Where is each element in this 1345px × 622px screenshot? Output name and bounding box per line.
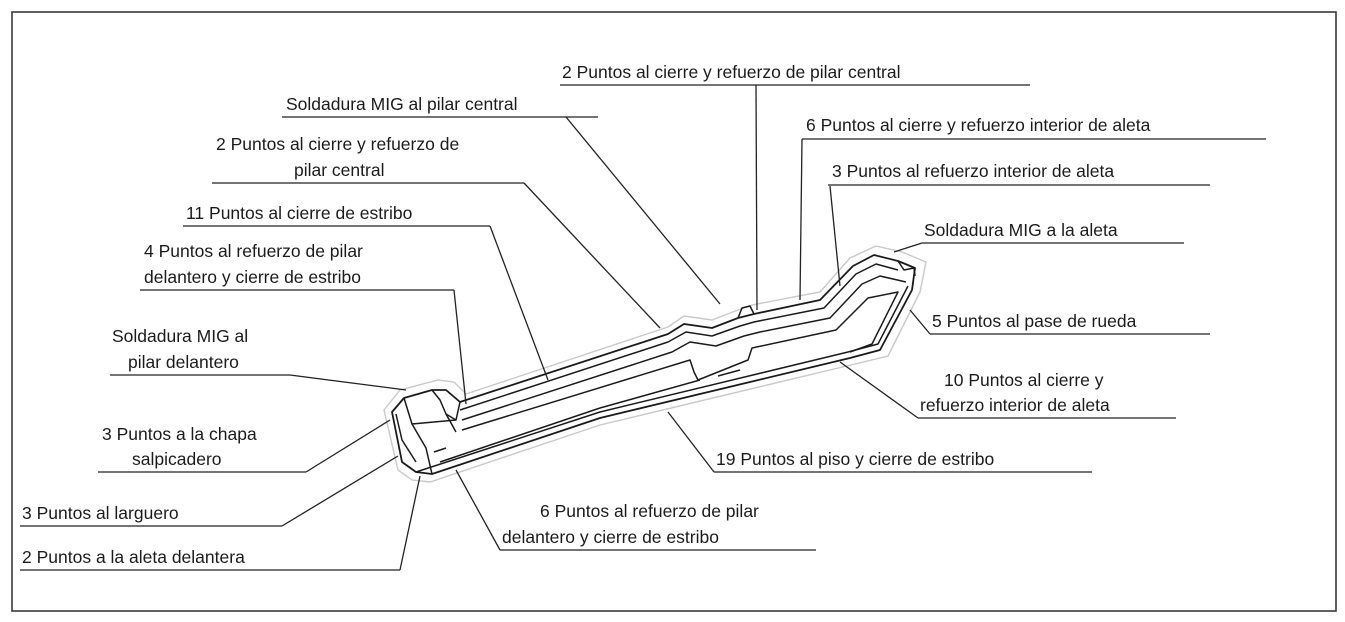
label-refuerzo-delantero-6-2: delantero y cierre de estribo: [502, 527, 719, 547]
center-tab: [737, 305, 755, 319]
label-mig-pilar-central: Soldadura MIG al pilar central: [286, 94, 518, 114]
label-refuerzo-aleta-3: 3 Puntos al refuerzo interior de aleta: [832, 161, 1114, 181]
rear-tab: [897, 260, 916, 277]
label-mig-pilar-delantero-1: Soldadura MIG al: [112, 326, 248, 346]
callout-labels: 2 Puntos al cierre y refuerzo de pilar c…: [22, 62, 1151, 567]
channel-floor-line: [439, 379, 701, 463]
label-pilar-central-left-1: 2 Puntos al cierre y refuerzo de: [216, 134, 459, 154]
inner-flange-edge: [461, 275, 907, 421]
sill-part-illustration: [383, 245, 927, 483]
floor-dash-front: [433, 447, 447, 453]
label-mig-aleta: Soldadura MIG a la aleta: [924, 220, 1118, 240]
floor-dash-mid: [717, 369, 741, 377]
label-chapa-1: 3 Puntos a la chapa: [102, 424, 257, 444]
leader-lines: [20, 84, 1266, 571]
label-refuerzo-delantero-6-1: 6 Puntos al refuerzo de pilar: [540, 501, 759, 521]
label-refuerzo-aleta-10-1: 10 Puntos al cierre y: [944, 370, 1104, 390]
diagram-frame: [11, 11, 1337, 612]
label-larguero: 3 Puntos al larguero: [22, 503, 179, 523]
label-pase-rueda: 5 Puntos al pase de rueda: [932, 311, 1137, 331]
front-end-cap: [395, 389, 461, 475]
sill-body: [391, 254, 916, 475]
channel-inner-line: [461, 291, 899, 431]
label-chapa-2: salpicadero: [132, 449, 222, 469]
top-flange-edge: [459, 263, 899, 411]
label-refuerzo-delantero-4-2: delantero y cierre de estribo: [144, 267, 361, 287]
label-aleta-delantera: 2 Puntos a la aleta delantera: [22, 547, 245, 567]
label-refuerzo-aleta-10-2: refuerzo interior de aleta: [920, 395, 1110, 415]
label-refuerzo-delantero-4-1: 4 Puntos al refuerzo de pilar: [144, 241, 363, 261]
lower-rim: [415, 285, 909, 473]
label-cierre-estribo-11: 11 Puntos al cierre de estribo: [186, 203, 412, 223]
label-mig-pilar-delantero-2: pilar delantero: [128, 352, 239, 372]
label-refuerzo-aleta-6: 6 Puntos al cierre y refuerzo interior d…: [806, 115, 1151, 135]
label-pilar-central-top: 2 Puntos al cierre y refuerzo de pilar c…: [562, 62, 901, 82]
label-piso-19: 19 Puntos al piso y cierre de estribo: [716, 449, 994, 469]
label-pilar-central-left-2: pilar central: [294, 160, 384, 180]
